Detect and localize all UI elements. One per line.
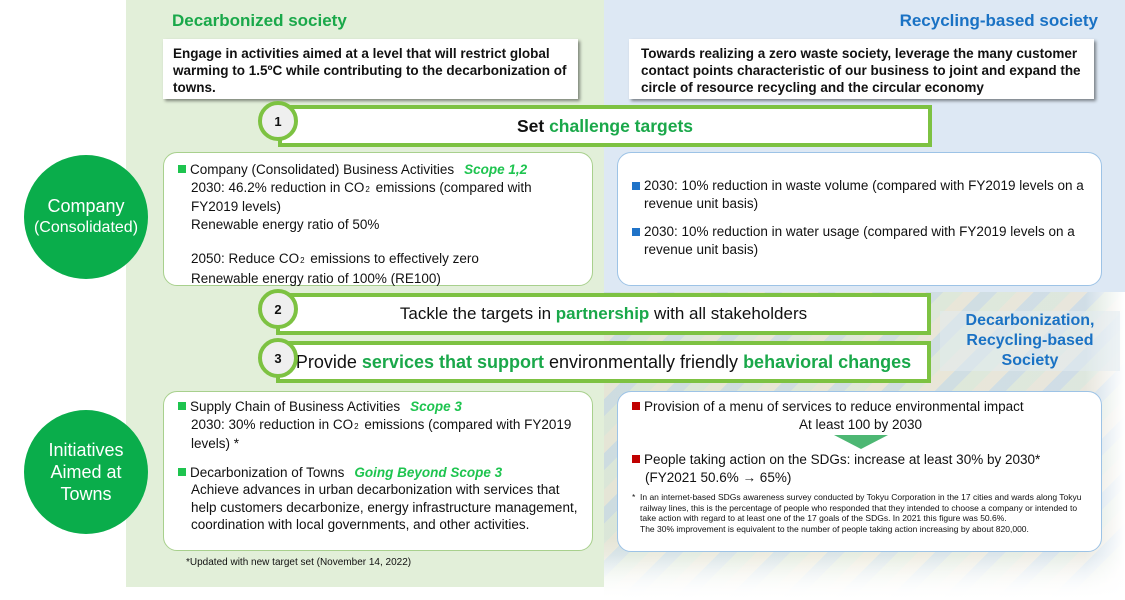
category-company-label: Company (47, 196, 125, 216)
recycling-society-title: Recycling-based society (899, 11, 1098, 30)
company-business-activities-heading: Company (Consolidated) Business Activiti… (178, 161, 582, 179)
square-bullet-icon (632, 228, 640, 236)
step-1-text: Set challenge targets (516, 115, 694, 136)
scope-label: Scope 1,2 (464, 162, 528, 177)
square-bullet-icon (178, 402, 186, 410)
sdgs-action-detail: (FY2021 50.6% → 65%) (645, 469, 792, 485)
category-towns-label-2: Aimed at (50, 462, 122, 482)
step-1-banner: Set challenge targets (278, 105, 932, 147)
category-company-sublabel: (Consolidated) (33, 219, 139, 236)
category-towns-label-1: Initiatives (48, 440, 124, 460)
step-3-banner: Provide services that support environmen… (276, 341, 931, 383)
scope-label: Scope 3 (410, 399, 462, 414)
renewable-2050-line: Renewable energy ratio of 100% (RE100) (191, 270, 441, 286)
sdgs-action-item: People taking action on the SDGs: increa… (632, 451, 1089, 469)
decarbonization-recycling-society-label: Decarbonization, Recycling-based Society (940, 311, 1120, 371)
step-2-number-badge: 2 (258, 289, 298, 329)
square-bullet-icon (632, 402, 640, 410)
step-2-text: Tackle the targets in partnership with a… (399, 304, 808, 323)
services-menu-item: Provision of a menu of services to reduc… (632, 398, 1089, 416)
decarbonized-society-title: Decarbonized society (172, 11, 347, 30)
towns-recycling-card: Provision of a menu of services to reduc… (617, 391, 1102, 552)
category-company-circle: Company (Consolidated) (24, 155, 148, 279)
services-target: At least 100 by 2030 (798, 416, 923, 432)
decarbonized-society-description: Engage in activities aimed at a level th… (163, 39, 578, 99)
illustration-fade-bottom (604, 555, 1125, 600)
target-2030-line: 2030: 46.2% reduction in CO2 emissions (… (191, 179, 532, 195)
company-decarbonization-card: Company (Consolidated) Business Activiti… (163, 152, 593, 286)
target-2050-line: 2050: Reduce CO2 emissions to effectivel… (191, 251, 479, 266)
square-bullet-icon (632, 455, 640, 463)
scope-label: Going Beyond Scope 3 (354, 464, 503, 480)
step-3-text: Provide services that support environmen… (295, 351, 912, 372)
category-towns-circle: Initiatives Aimed at Towns (24, 410, 148, 534)
renewable-2030-line: Renewable energy ratio of 50% (191, 216, 380, 232)
sdgs-survey-footnote: * In an internet-based SDGs awareness su… (632, 492, 1082, 534)
arrow-down-icon (833, 435, 888, 449)
waste-target-item: 2030: 10% reduction in waste volume (com… (632, 177, 1089, 212)
target-2030-baseline: FY2019 levels) (191, 199, 282, 214)
step-3-number-badge: 3 (258, 338, 298, 378)
category-towns-label-3: Towns (60, 484, 112, 504)
water-target-item: 2030: 10% reduction in water usage (comp… (632, 223, 1089, 258)
update-footnote: *Updated with new target set (November 1… (186, 557, 412, 568)
towns-decarbonization-body: Achieve advances in urban decarbonizatio… (191, 482, 578, 532)
square-bullet-icon (632, 182, 640, 190)
company-recycling-card: 2030: 10% reduction in waste volume (com… (617, 152, 1102, 286)
supply-chain-target: 2030: 30% reduction in CO2 emissions (co… (191, 416, 572, 452)
step-1-number-badge: 1 (258, 101, 298, 141)
square-bullet-icon (178, 467, 186, 476)
step-2-banner: Tackle the targets in partnership with a… (276, 293, 931, 335)
square-bullet-icon (178, 165, 186, 173)
recycling-society-description: Towards realizing a zero waste society, … (629, 39, 1094, 99)
